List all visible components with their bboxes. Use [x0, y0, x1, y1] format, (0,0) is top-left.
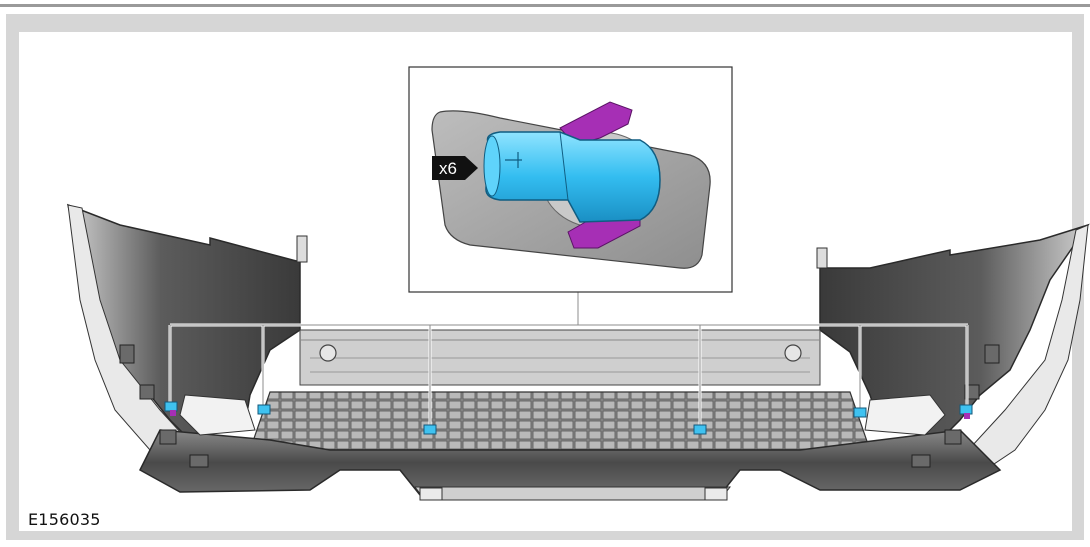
figure-id-label: E156035 — [28, 510, 101, 529]
parking-sensor-body — [485, 131, 661, 223]
parking-sensor-marker — [257, 404, 271, 415]
lower-grille — [249, 391, 871, 451]
parking-sensor-marker — [853, 407, 867, 418]
parking-sensor-marker — [423, 424, 437, 435]
top-divider — [0, 4, 1090, 7]
quantity-callout-label: x6 — [439, 159, 457, 178]
sensor-detail-inset: x6 — [408, 66, 733, 293]
quantity-callout: x6 — [432, 156, 478, 180]
parking-sensor-marker — [693, 424, 707, 435]
parking-sensor-marker — [959, 404, 973, 419]
parking-sensor-markers — [164, 401, 973, 435]
parking-sensor-marker — [164, 401, 178, 416]
